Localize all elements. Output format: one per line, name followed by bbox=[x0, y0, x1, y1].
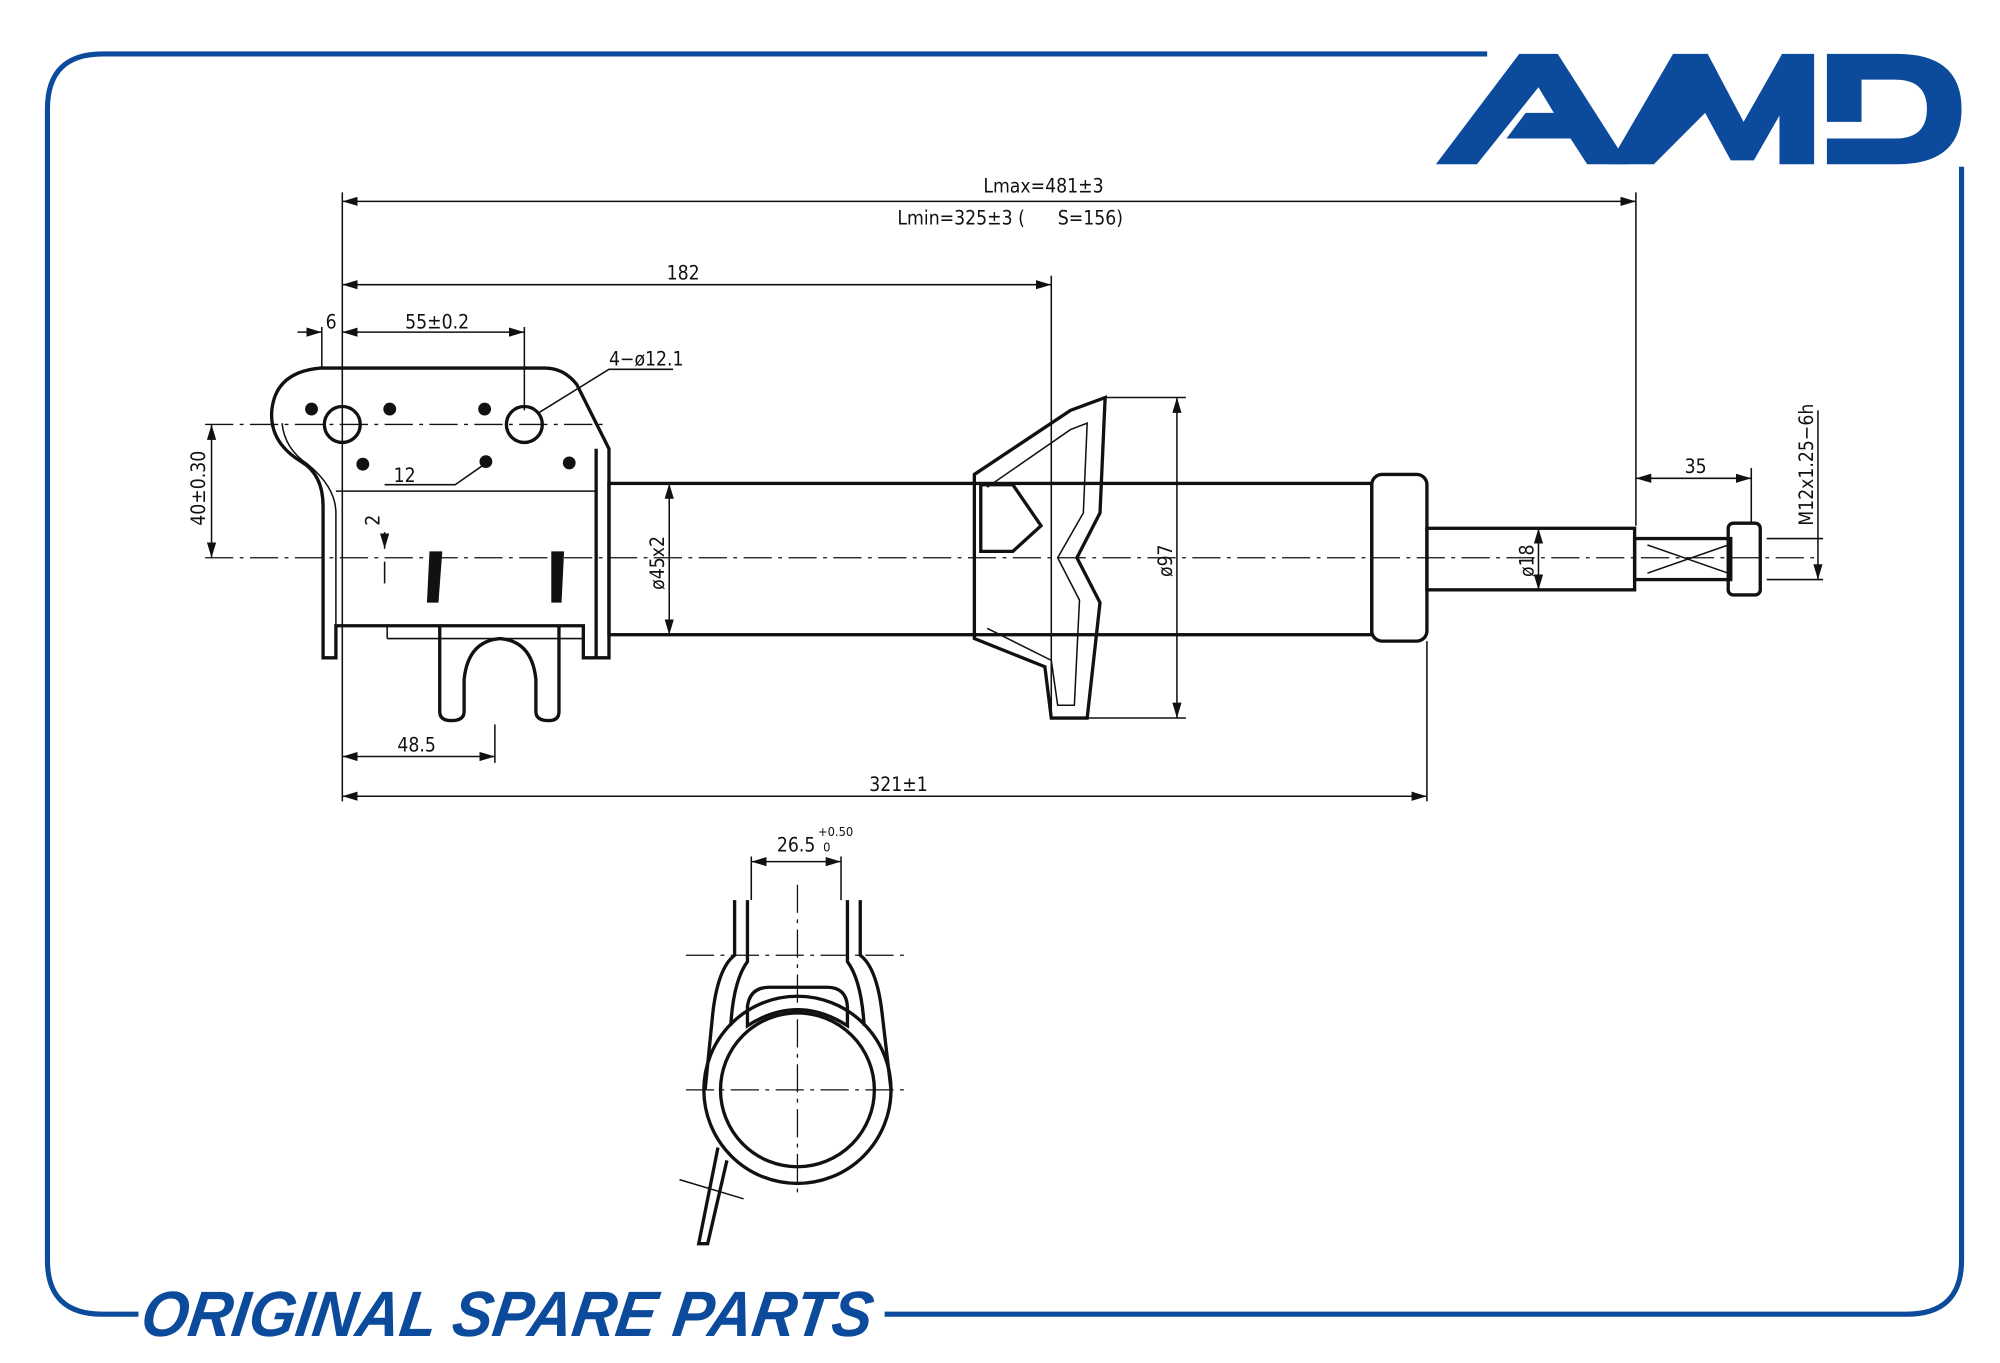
dim-35: 35 bbox=[1685, 455, 1707, 478]
dim-tol-lower: 0 bbox=[823, 840, 830, 855]
dim-26: 26.5 bbox=[777, 833, 816, 856]
mounting-bracket bbox=[205, 366, 611, 723]
dim-2: 2 bbox=[361, 515, 384, 526]
dim-tol-upper: +0.50 bbox=[818, 825, 853, 840]
dim-6: 6 bbox=[326, 310, 337, 333]
dim-lmin: Lmin=325±3 ( S=156) bbox=[897, 206, 1123, 229]
dim-12: 12 bbox=[394, 464, 416, 487]
dimension-lines bbox=[206, 192, 1824, 802]
slogan-text: ORIGINAL SPARE PARTS bbox=[137, 1278, 878, 1350]
dim-40: 40±0.30 bbox=[187, 451, 210, 526]
dim-321: 321±1 bbox=[869, 773, 927, 796]
dim-18: ø18 bbox=[1515, 544, 1538, 577]
dimension-labels: Lmax=481±3 Lmin=325±3 ( S=156) 182 6 55±… bbox=[187, 174, 1818, 856]
frame-border bbox=[44, 51, 1965, 1317]
dim-97: ø97 bbox=[1154, 544, 1177, 577]
dim-lmax: Lmax=481±3 bbox=[983, 174, 1103, 197]
shock-body bbox=[205, 395, 1821, 720]
dim-45: ø45x2 bbox=[646, 536, 669, 590]
clamp-section-view bbox=[679, 856, 904, 1246]
dim-182: 182 bbox=[667, 262, 700, 285]
amd-logo bbox=[1435, 53, 1962, 165]
dim-48: 48.5 bbox=[397, 733, 436, 756]
dim-holes: 4−ø12.1 bbox=[609, 347, 684, 370]
dim-thread: M12x1.25−6h bbox=[1795, 404, 1818, 526]
dim-55: 55±0.2 bbox=[405, 310, 469, 333]
